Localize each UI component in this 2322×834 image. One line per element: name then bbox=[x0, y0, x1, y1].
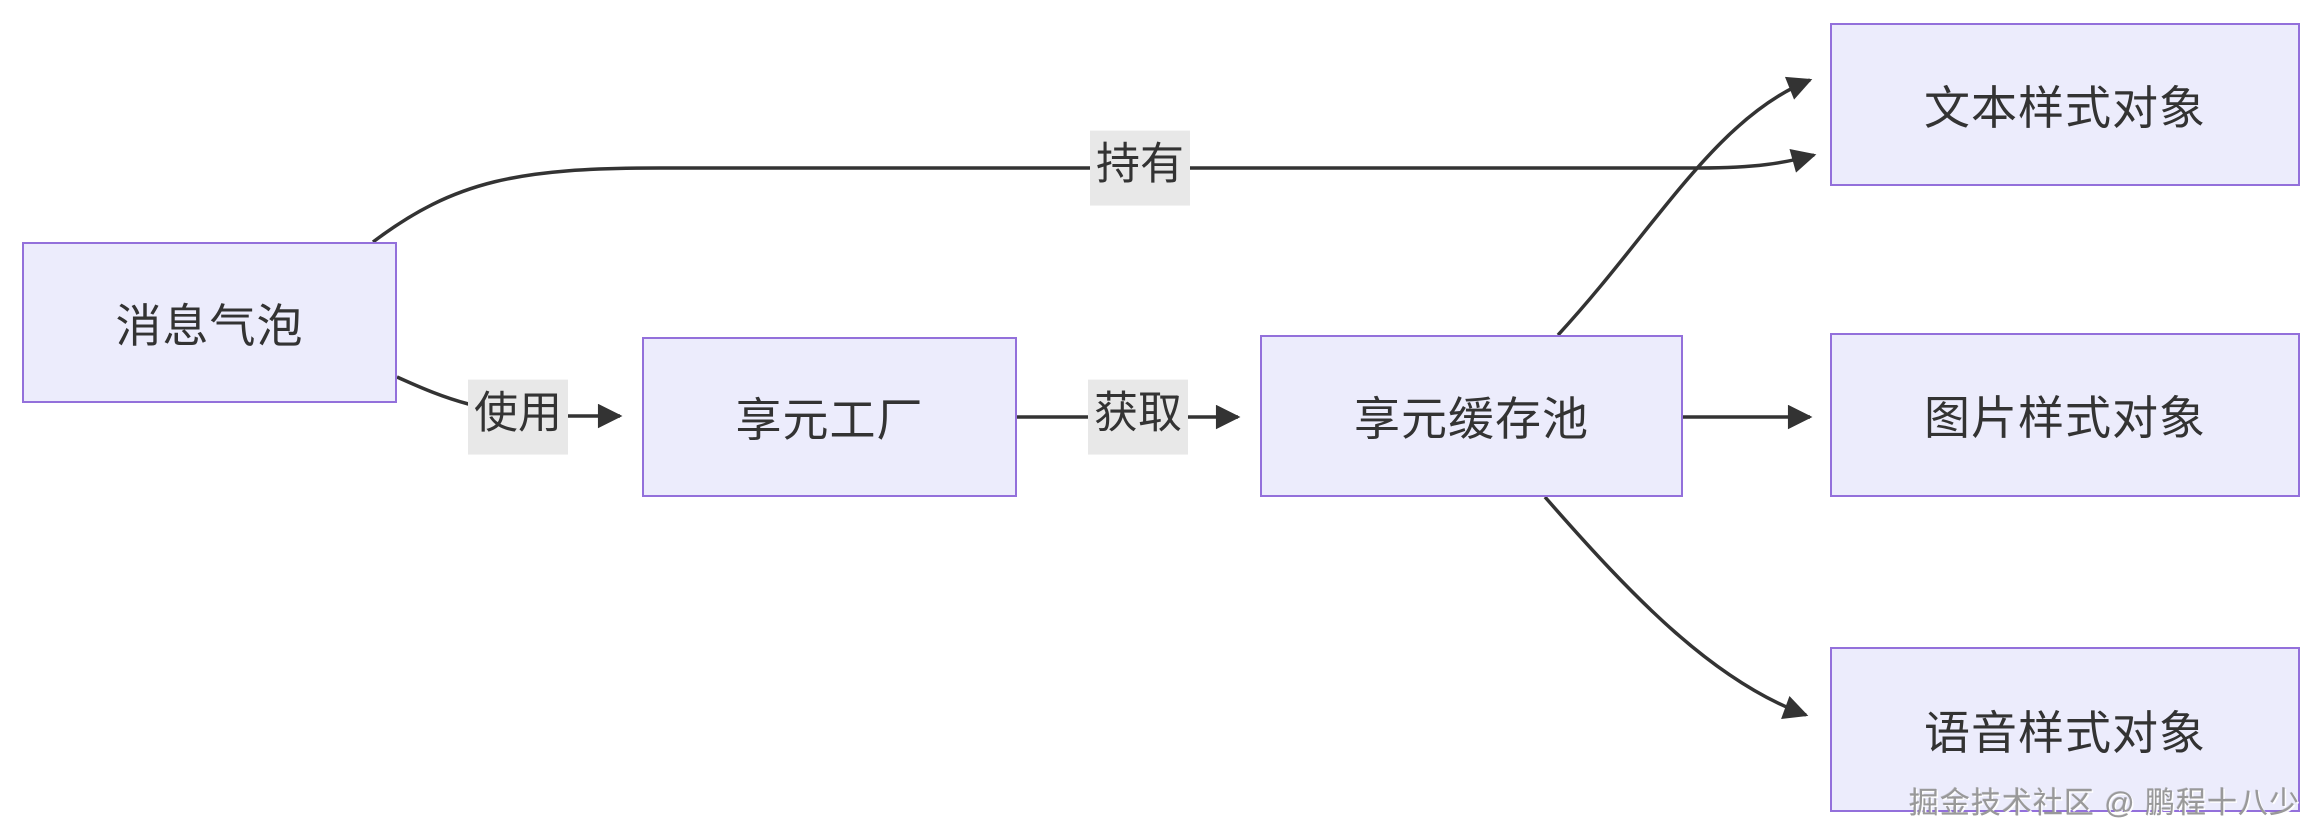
node-flyweight-cache-pool: 享元缓存池 bbox=[1260, 335, 1683, 497]
edge-label-holds: 持有 bbox=[1090, 130, 1190, 206]
node-image-style-object: 图片样式对象 bbox=[1830, 333, 2300, 497]
edge-pool-to-voice-line bbox=[1543, 495, 1809, 719]
edge-label-uses: 使用 bbox=[468, 379, 568, 455]
edge-pool-to-text-line bbox=[1556, 76, 1813, 337]
watermark: 掘金技术社区 @ 鹏程十八少 bbox=[1908, 787, 2300, 820]
node-voice-style-object-label: 语音样式对象 bbox=[1924, 706, 2206, 759]
node-message-bubble-label: 消息气泡 bbox=[115, 299, 304, 352]
node-text-style-object: 文本样式对象 bbox=[1830, 23, 2300, 186]
edge-holds-line bbox=[371, 149, 1817, 244]
edge-label-get: 获取 bbox=[1088, 379, 1188, 455]
node-flyweight-factory: 享元工厂 bbox=[642, 337, 1017, 497]
node-flyweight-factory-label: 享元工厂 bbox=[735, 394, 924, 446]
node-message-bubble: 消息气泡 bbox=[22, 242, 397, 403]
node-image-style-object-label: 图片样式对象 bbox=[1924, 392, 2206, 444]
node-text-style-object-label: 文本样式对象 bbox=[1924, 81, 2206, 134]
node-flyweight-cache-pool-label: 享元缓存池 bbox=[1354, 393, 1589, 445]
node-voice-style-object: 语音样式对象 bbox=[1830, 647, 2300, 812]
